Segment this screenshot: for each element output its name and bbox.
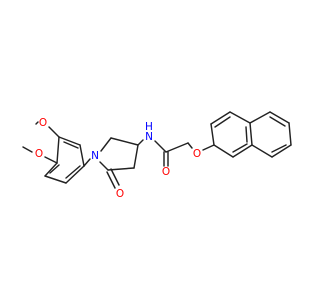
- bond: [110, 137, 139, 146]
- bond: [202, 144, 215, 151]
- bond: [271, 144, 292, 158]
- bond: [65, 165, 81, 179]
- ketone-oxygen-label: O: [116, 188, 124, 200]
- bond: [100, 137, 112, 152]
- methoxy-oxygen-label: O: [39, 117, 47, 129]
- bond: [249, 122, 253, 146]
- bond: [154, 140, 167, 153]
- amide-nitrogen-label: N: [145, 131, 153, 143]
- bond: [229, 111, 251, 124]
- bond: [65, 165, 85, 184]
- amide-hydrogen-label: H: [145, 121, 153, 133]
- bond: [210, 123, 215, 146]
- bond: [213, 144, 234, 158]
- ether-oxygen-label: O: [193, 148, 201, 160]
- bond: [232, 144, 253, 158]
- ring-nitrogen-label: N: [91, 150, 99, 162]
- bond: [251, 144, 273, 158]
- bond: [214, 116, 231, 128]
- bond: [107, 167, 135, 171]
- bond: [271, 144, 287, 153]
- bond: [99, 161, 109, 171]
- bond: [44, 175, 67, 184]
- bond: [288, 122, 292, 146]
- bond: [44, 162, 58, 177]
- bond: [48, 126, 60, 138]
- bond: [44, 156, 58, 164]
- bond: [58, 136, 81, 146]
- bond: [210, 111, 231, 125]
- bond: [106, 171, 116, 189]
- atom-labels: O O N O H N O O: [35, 117, 201, 200]
- bond: [56, 136, 60, 164]
- bond: [133, 144, 139, 169]
- bond: [49, 164, 60, 174]
- bond: [110, 168, 120, 186]
- bond: [165, 142, 189, 153]
- methoxy-oxygen-label: O: [35, 148, 43, 160]
- bond: [63, 141, 79, 149]
- bond: [187, 142, 193, 149]
- bond: [232, 143, 248, 153]
- bond: [35, 121, 39, 125]
- bond: [83, 158, 91, 167]
- bond: [245, 126, 248, 143]
- amide-oxygen-label: O: [162, 166, 170, 178]
- molecule-structure: O O N O H N O O: [22, 111, 292, 200]
- bond: [79, 144, 85, 167]
- bond: [249, 111, 271, 124]
- bonds: [22, 111, 292, 189]
- bond: [269, 116, 286, 127]
- bond: [269, 111, 290, 124]
- bond: [137, 139, 144, 146]
- bond: [22, 146, 33, 153]
